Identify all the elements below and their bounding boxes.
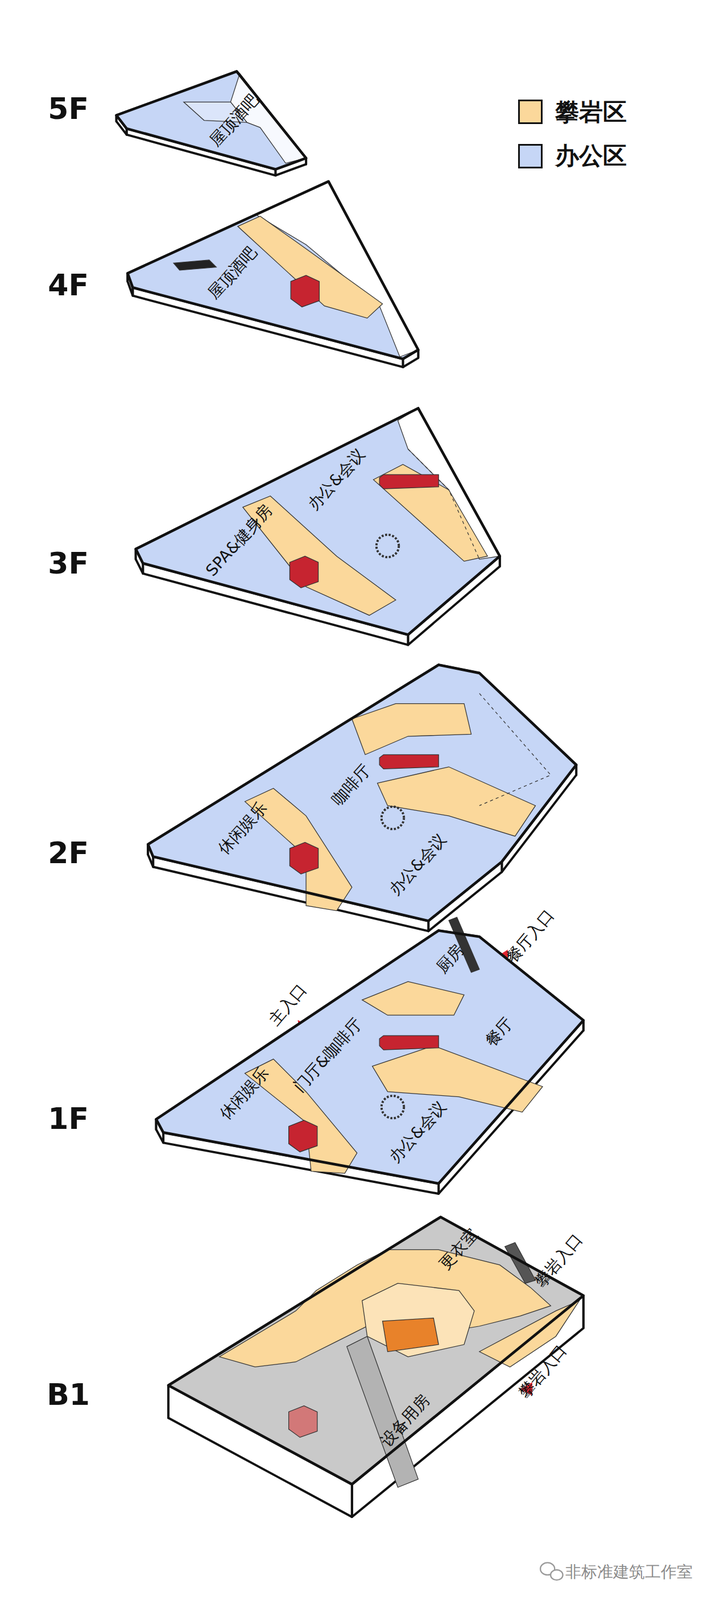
slab-edge [116,71,306,169]
floor-outline [40,395,512,655]
zone [361,1282,474,1356]
zone [377,766,536,837]
floor-plate: 3F办公&会议SPA&健身房 [40,395,512,655]
spiral-stair [381,1094,404,1118]
zone [288,1119,317,1152]
slab-edge [135,407,500,635]
slab-top [127,181,419,359]
slab-edge [147,664,577,921]
slab-top [168,1216,584,1484]
watermark: 非标准建筑工作室 [565,1562,693,1580]
slab-top [116,71,306,169]
slab-edge [155,929,583,1183]
slab-edge [168,1216,584,1484]
floor-label: 4F [47,269,89,302]
zone [254,181,419,357]
zone [289,555,318,588]
zone [361,981,464,1015]
slab-top [147,664,577,921]
zone [379,754,439,769]
zone [288,1404,317,1437]
zone [351,703,471,755]
zone [407,448,479,560]
floor-label: B1 [46,1378,90,1412]
legend-item: 办公区 [518,142,627,169]
zone [373,464,488,561]
legend-item: 攀岩区 [518,98,627,126]
legend-text: 办公区 [555,142,627,169]
zone [504,1242,536,1284]
zone [379,1035,439,1050]
floor-label: 3F [47,547,89,581]
legend-text: 攀岩区 [555,98,627,126]
wechat-icon [550,1569,564,1580]
zone [173,259,217,271]
slab-edge [127,181,419,359]
spiral-stair [381,806,404,829]
floor-plate: 2F休闲娱乐咖啡厅办公&会议 [40,652,589,943]
floor-label: 1F [47,1102,89,1135]
floor-plate: B1更衣室设备用房 [40,1206,602,1530]
zone [382,1317,439,1351]
legend-swatch [518,99,543,124]
floor-plate: 5F屋顶酒吧 [40,59,319,186]
legend-swatch [518,143,543,169]
floor-plate: 4F屋顶酒吧 [40,171,431,380]
zone [379,474,439,489]
slab-top [155,929,583,1183]
zone [289,842,318,875]
zone [371,1045,543,1112]
spiral-stair [376,534,399,557]
floor-outline [40,1206,602,1530]
zone [237,216,383,318]
floor-outline [40,652,589,943]
zone [479,693,551,806]
floor-label: 2F [47,837,89,870]
floor-label: 5F [47,92,89,126]
slab-top [135,407,500,635]
entrance-label: 餐厅入口 [502,906,558,967]
zone [290,275,320,308]
